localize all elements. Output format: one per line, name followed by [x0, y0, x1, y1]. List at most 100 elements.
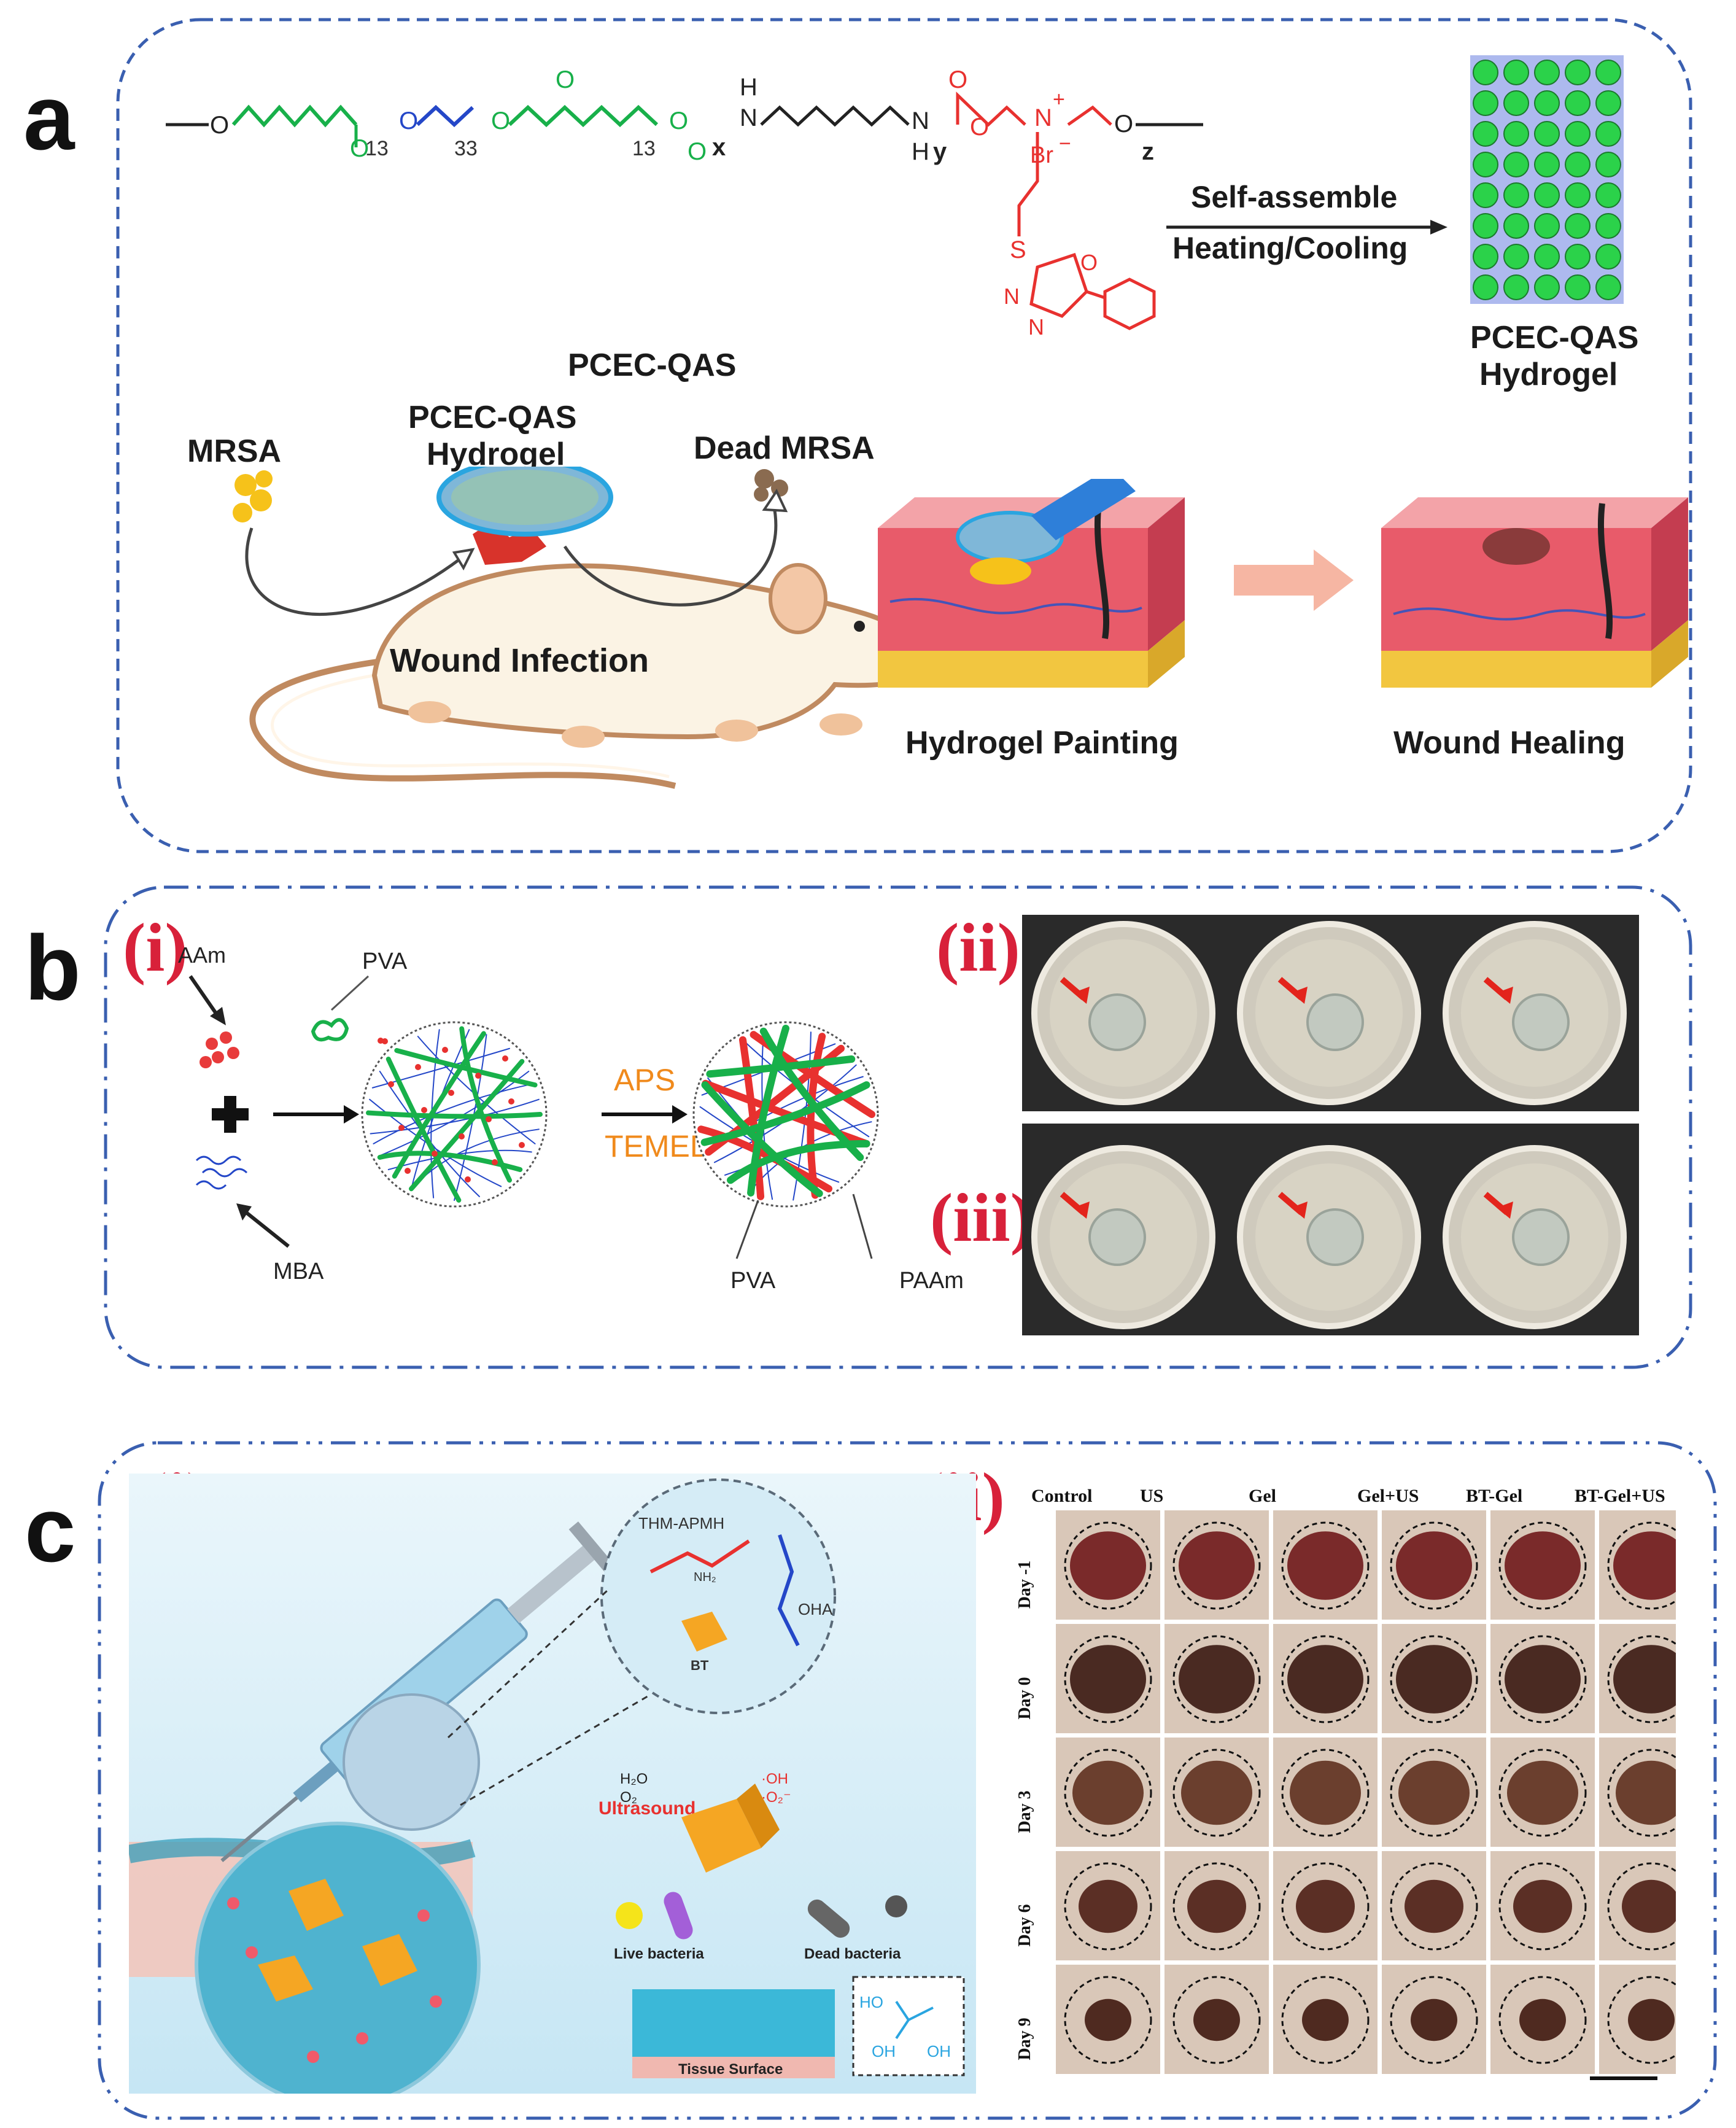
micelle-sphere [1473, 121, 1498, 147]
wound-healing-label: Wound Healing [1393, 725, 1626, 761]
micelle-sphere [1595, 213, 1621, 239]
svg-text:N: N [1028, 314, 1044, 340]
pva-bottom-label: PVA [730, 1268, 776, 1294]
micelle-sphere [1473, 152, 1498, 177]
gel-zoom-circle [195, 1822, 481, 2094]
pcec-qas-label: PCEC-QAS [568, 348, 737, 383]
micelle-sphere [1534, 60, 1560, 85]
panel-b-scheme [188, 975, 879, 1259]
bt-cubes [258, 1879, 417, 2002]
micelle-sphere [1595, 90, 1621, 116]
micelle-sphere [1503, 274, 1529, 300]
mba-label: MBA [273, 1259, 324, 1284]
hydrogel-label-2: Hydrogel [1479, 357, 1618, 392]
micelle-sphere [1534, 90, 1560, 116]
micelle-sphere [1534, 213, 1560, 239]
micelle-sphere [1473, 182, 1498, 208]
svg-text:x: x [712, 134, 726, 161]
skin-healing-illustration [1381, 497, 1688, 688]
micelle-sphere [1565, 121, 1591, 147]
panel-b-ii-label: (ii) [936, 910, 1020, 986]
micelle-sphere [1473, 274, 1498, 300]
wound-photo-cells [1056, 1510, 1676, 2080]
wound-column-header: Control [1031, 1486, 1093, 1506]
heating-cooling-label: Heating/Cooling [1172, 231, 1408, 265]
panel-b-letter: b [25, 916, 81, 1019]
panel-a-letter: a [23, 66, 75, 169]
mrsa-label: MRSA [187, 433, 282, 469]
micelle-sphere [1565, 90, 1591, 116]
aps-label: APS [614, 1063, 676, 1097]
svg-text:O: O [948, 66, 967, 93]
healing-arrow [1234, 549, 1354, 611]
panel-a-frame [116, 18, 1692, 853]
svg-text:NH₂: NH₂ [694, 1571, 716, 1584]
svg-text:O: O [556, 66, 575, 93]
temed-label: TEMED [605, 1129, 712, 1163]
mouse-hydrogel-label-1: PCEC-QAS [408, 400, 577, 435]
svg-text:H: H [912, 138, 929, 165]
micelle-sphere [1503, 182, 1529, 208]
svg-text:O: O [350, 135, 369, 162]
svg-text:z: z [1142, 138, 1154, 165]
wound-column-header: BT-Gel+US [1575, 1486, 1665, 1506]
pcl-chain [231, 104, 358, 128]
hydrogel-painting-label: Hydrogel Painting [905, 725, 1179, 761]
dead-mrsa-icon [754, 469, 788, 502]
wound-infection-label: Wound Infection [390, 642, 649, 679]
svg-text:Live bacteria: Live bacteria [614, 1946, 704, 1962]
micelle-sphere [1534, 152, 1560, 177]
svg-text:O: O [1080, 250, 1098, 275]
svg-text:HO: HO [859, 1993, 883, 2011]
painting-brush-icon [1031, 479, 1136, 540]
dead-mrsa-label: Dead MRSA [694, 430, 875, 466]
mouse-illustration [233, 467, 943, 789]
svg-text:OH: OH [872, 2042, 896, 2060]
molecule-zoom-circle [600, 1478, 836, 1714]
aam-monomer-icon [200, 1031, 239, 1068]
micelle-sphere [1595, 121, 1621, 147]
micelle-sphere [1595, 182, 1621, 208]
panel-c-frame [98, 1441, 1717, 2120]
micelle-sphere [1503, 244, 1529, 270]
svg-text:N: N [1034, 104, 1052, 131]
micelle-sphere [1503, 152, 1529, 177]
micelle-sphere [1565, 274, 1591, 300]
self-assemble-label: Self-assemble [1191, 180, 1398, 214]
svg-text:S: S [1010, 236, 1026, 263]
aam-label: AAm [178, 942, 227, 968]
svg-text:BT: BT [691, 1658, 709, 1673]
svg-text:·O₂⁻: ·O₂⁻ [761, 1789, 791, 1806]
injection-scheme: THM-APMH NH₂ OHA BT Ultrasound H₂O O₂ ·O… [129, 1474, 976, 2094]
micelle-sphere [1565, 60, 1591, 85]
svg-text:N: N [740, 104, 758, 131]
svg-text:−: − [1059, 132, 1071, 155]
svg-text:O: O [399, 107, 418, 134]
petri-dishes [1031, 921, 1627, 1329]
svg-text:33: 33 [454, 137, 478, 160]
wound-column-header: Gel [1249, 1486, 1276, 1506]
micelle-sphere [1503, 60, 1529, 85]
svg-text:N: N [1004, 284, 1020, 309]
svg-text:Dead bacteria: Dead bacteria [804, 1946, 901, 1962]
svg-text:+: + [1053, 88, 1065, 111]
svg-text:O: O [669, 107, 688, 134]
hydrogel-lattice [1470, 55, 1624, 304]
polymer-structure: O O 13 O 33 O O 13 O O x H N N H y O O N… [166, 66, 1203, 340]
micelle-sphere [1595, 274, 1621, 300]
svg-text:O₂: O₂ [620, 1789, 637, 1806]
svg-text:OH: OH [927, 2042, 951, 2060]
svg-text:O: O [210, 112, 229, 139]
micelle-sphere [1565, 182, 1591, 208]
svg-text:·OH: ·OH [761, 1771, 788, 1787]
svg-text:THM-APMH: THM-APMH [638, 1514, 724, 1532]
micelle-sphere [1503, 90, 1529, 116]
svg-text:13: 13 [632, 137, 656, 160]
skin-painting-illustration [878, 479, 1185, 688]
micelle-sphere [1473, 60, 1498, 85]
micelle-sphere [1565, 213, 1591, 239]
svg-text:y: y [933, 138, 947, 165]
micelle-sphere [1473, 213, 1498, 239]
micelle-sphere [1473, 90, 1498, 116]
